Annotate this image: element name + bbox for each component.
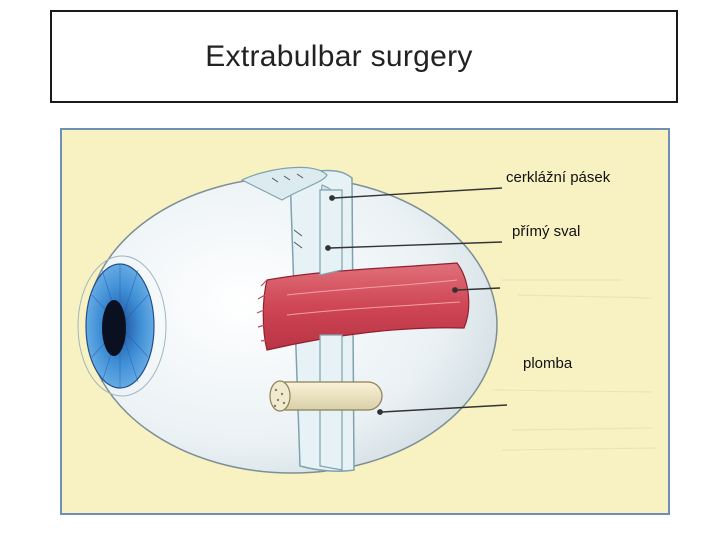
- band-pointer-line: [333, 187, 503, 199]
- muscle-tip-pointer-line: [456, 287, 501, 291]
- label-encircling-band: cerklážní pásek: [506, 169, 611, 186]
- plomb-pointer-line: [381, 404, 508, 413]
- muscle-pointer-line: [329, 241, 503, 249]
- label-rectus-muscle: přímý sval: [512, 223, 581, 240]
- label-plomb: plomba: [523, 355, 573, 372]
- eye-diagram: cerklážní pásek přímý sval plomba: [60, 128, 670, 515]
- slide-title: Extrabulbar surgery: [205, 39, 473, 73]
- iris-and-pupil: [77, 255, 167, 397]
- rectus-muscle: [256, 262, 470, 351]
- pointer-lines: [325, 187, 508, 415]
- plomb: [269, 380, 383, 412]
- background-texture: [491, 279, 658, 451]
- title-box: Extrabulbar surgery: [50, 10, 678, 103]
- eye-illustration: [77, 166, 658, 474]
